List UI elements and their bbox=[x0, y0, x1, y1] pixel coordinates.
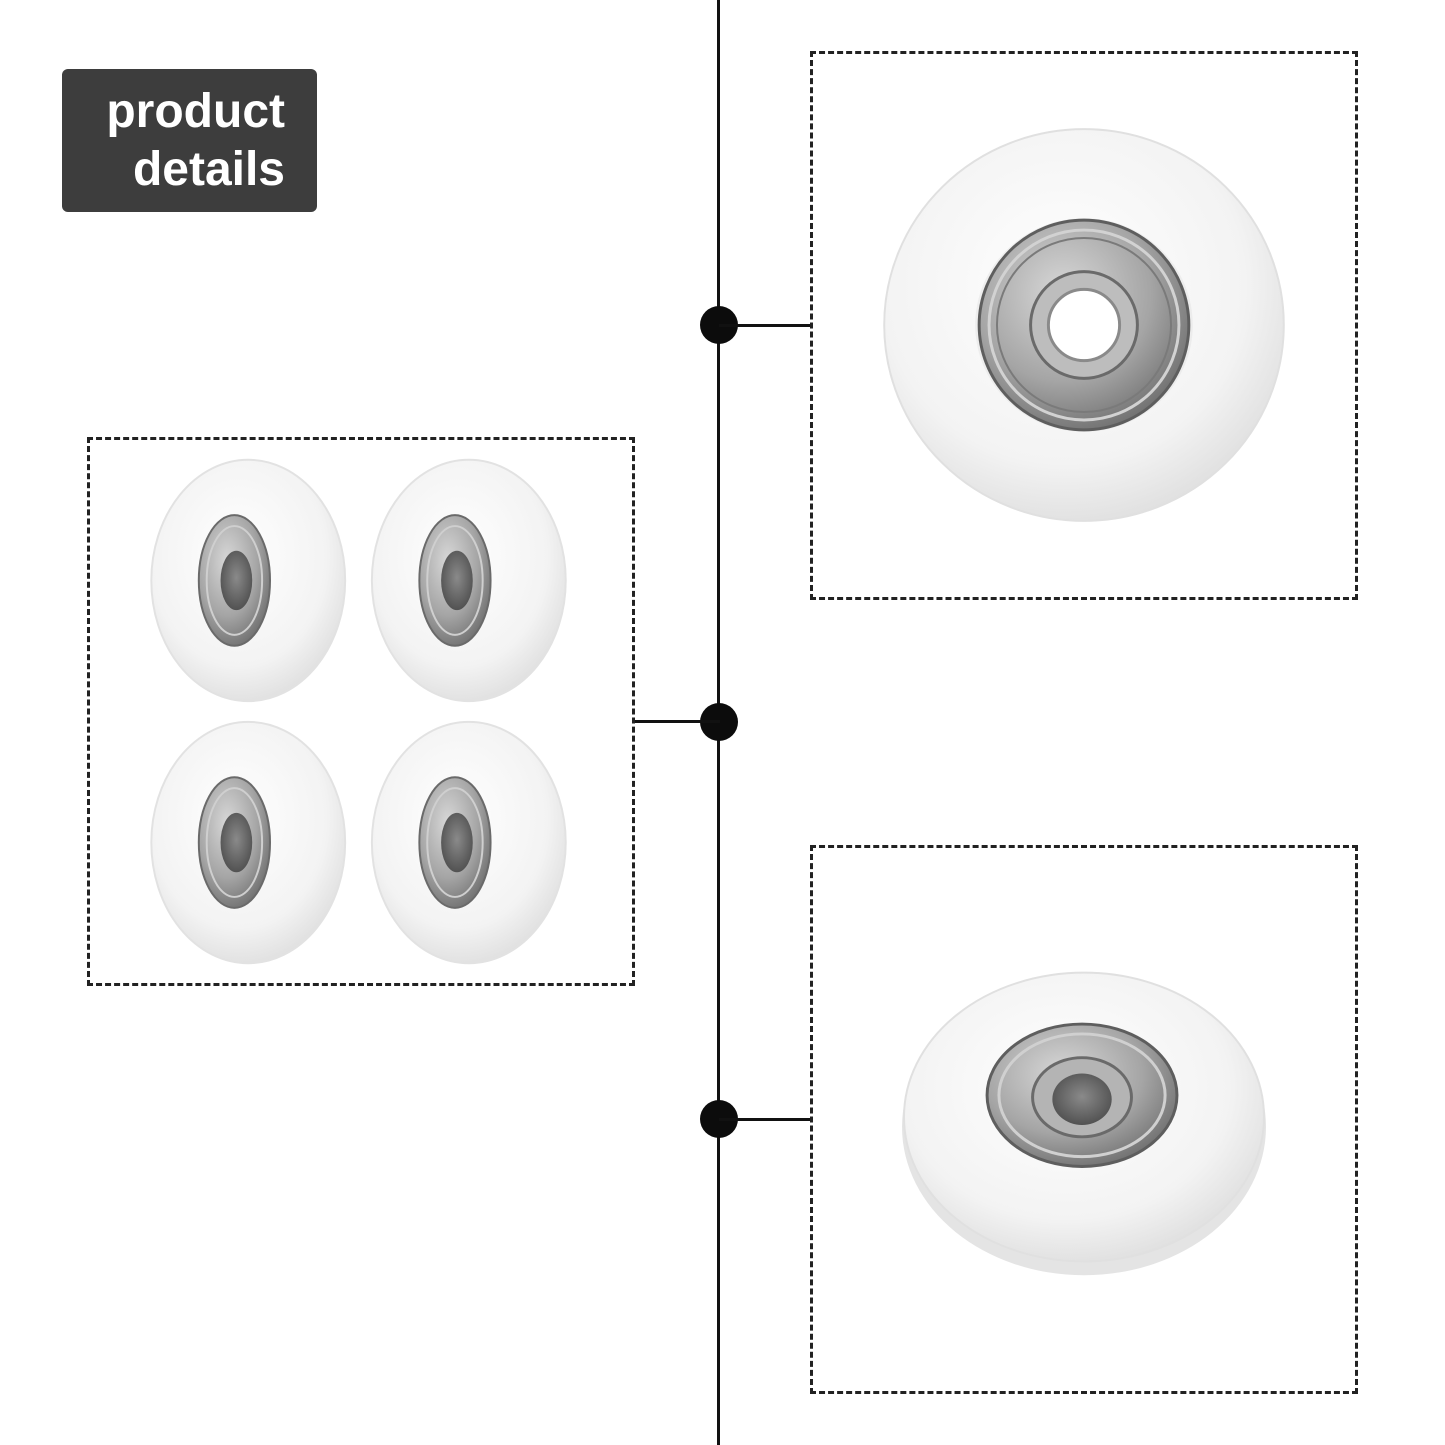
wheel-bottom-right bbox=[370, 720, 567, 965]
wheel-front-illustration bbox=[883, 128, 1285, 522]
wheel-angled-panel bbox=[810, 845, 1358, 1394]
wheel-bottom-left bbox=[150, 720, 347, 965]
wheels-set-illustration bbox=[150, 458, 567, 965]
wheels-set-panel bbox=[87, 437, 635, 986]
connector-line-middle bbox=[634, 720, 720, 723]
badge-line-1: product bbox=[106, 85, 285, 138]
badge-line-2: details bbox=[132, 143, 285, 196]
connector-line-bottom bbox=[719, 1118, 811, 1121]
wheel-top-left bbox=[150, 458, 347, 703]
wheel-angled-illustration bbox=[902, 971, 1266, 1276]
connector-line-top bbox=[719, 324, 811, 327]
wheel-top-right bbox=[370, 458, 567, 703]
product-details-badge: product details bbox=[62, 69, 317, 212]
wheel-front-panel bbox=[810, 51, 1358, 600]
